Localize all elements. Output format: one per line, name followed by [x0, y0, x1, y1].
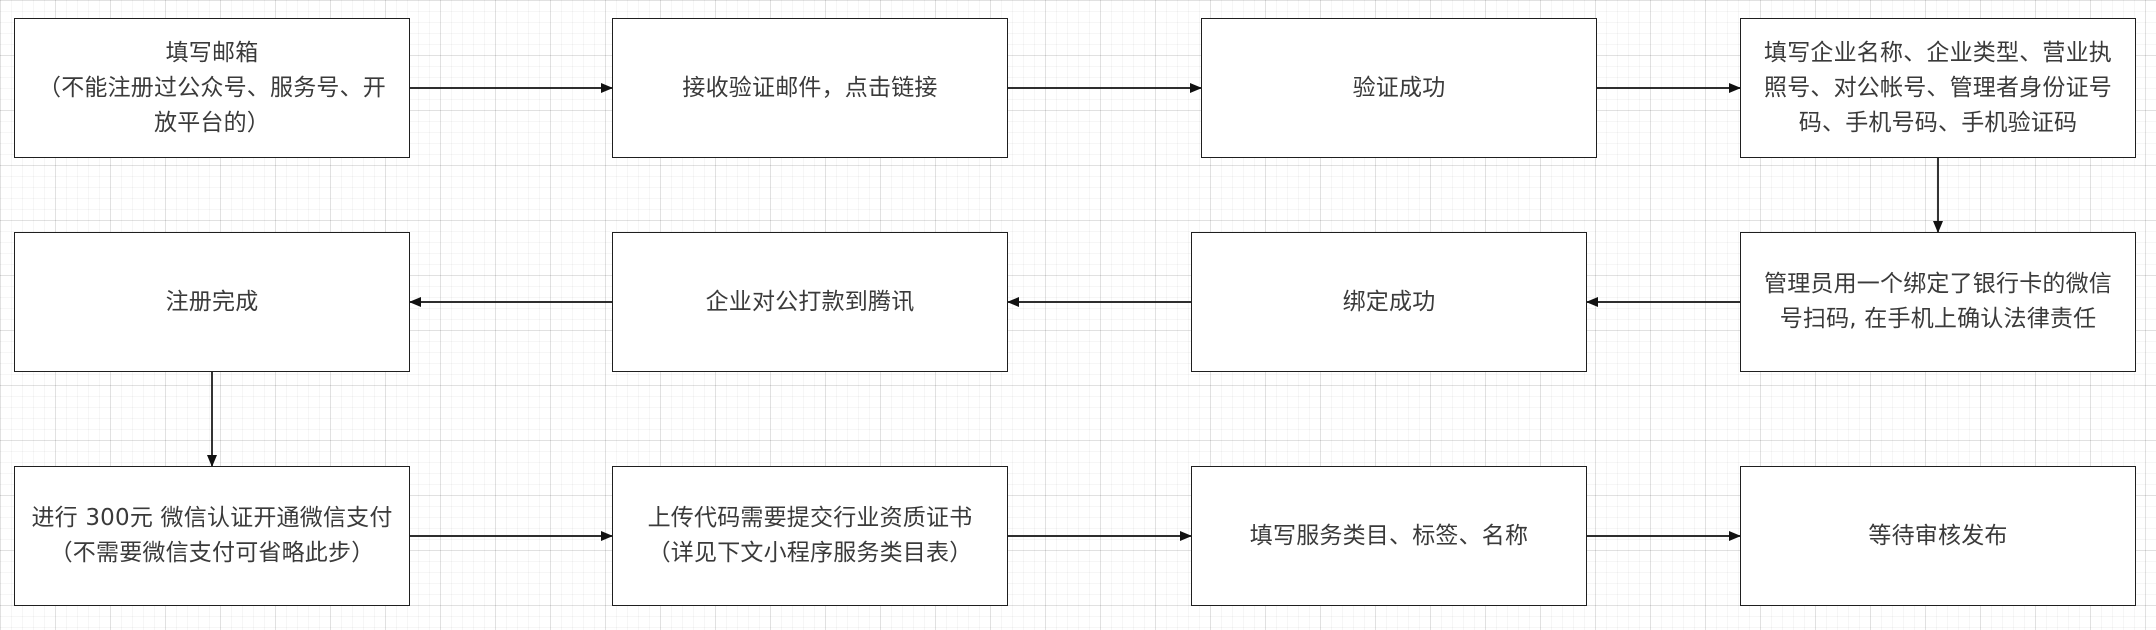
step-verify-success-label: 验证成功: [1352, 74, 1446, 101]
step-registration-complete[interactable]: 注册完成: [14, 232, 410, 372]
step-verify-email-link[interactable]: 接收验证邮件，点击链接: [612, 18, 1008, 158]
step-upload-code[interactable]: 上传代码需要提交行业资质证书 （详见下文小程序服务类目表）: [612, 466, 1008, 606]
step-fill-service-category[interactable]: 填写服务类目、标签、名称: [1191, 466, 1587, 606]
step-fill-company-info-label: 填写企业名称、企业类型、营业执照号、对公帐号、管理者身份证号码、手机号码、手机验…: [1764, 39, 2112, 136]
step-fill-service-category-label: 填写服务类目、标签、名称: [1249, 522, 1529, 549]
step-company-payment-label: 企业对公打款到腾讯: [705, 288, 915, 315]
step-await-review-label: 等待审核发布: [1868, 522, 2008, 549]
step-verify-success[interactable]: 验证成功: [1201, 18, 1597, 158]
step-fill-company-info[interactable]: 填写企业名称、企业类型、营业执照号、对公帐号、管理者身份证号码、手机号码、手机验…: [1740, 18, 2136, 158]
step-fill-email[interactable]: 填写邮箱 （不能注册过公众号、服务号、开放平台的）: [14, 18, 410, 158]
step-registration-complete-label: 注册完成: [165, 288, 259, 315]
step-fill-email-label: 填写邮箱 （不能注册过公众号、服务号、开放平台的）: [38, 39, 386, 136]
step-await-review[interactable]: 等待审核发布: [1740, 466, 2136, 606]
step-admin-scan-label: 管理员用一个绑定了银行卡的微信号扫码, 在手机上确认法律责任: [1764, 271, 2112, 332]
step-wechat-certification-label: 进行 300元 微信认证开通微信支付（不需要微信支付可省略此步）: [31, 505, 393, 566]
step-company-payment[interactable]: 企业对公打款到腾讯: [612, 232, 1008, 372]
step-upload-code-label: 上传代码需要提交行业资质证书 （详见下文小程序服务类目表）: [647, 505, 973, 566]
step-admin-scan[interactable]: 管理员用一个绑定了银行卡的微信号扫码, 在手机上确认法律责任: [1740, 232, 2136, 372]
step-wechat-certification[interactable]: 进行 300元 微信认证开通微信支付（不需要微信支付可省略此步）: [14, 466, 410, 606]
step-bind-success[interactable]: 绑定成功: [1191, 232, 1587, 372]
step-bind-success-label: 绑定成功: [1342, 288, 1436, 315]
step-verify-email-link-label: 接收验证邮件，点击链接: [682, 74, 938, 101]
